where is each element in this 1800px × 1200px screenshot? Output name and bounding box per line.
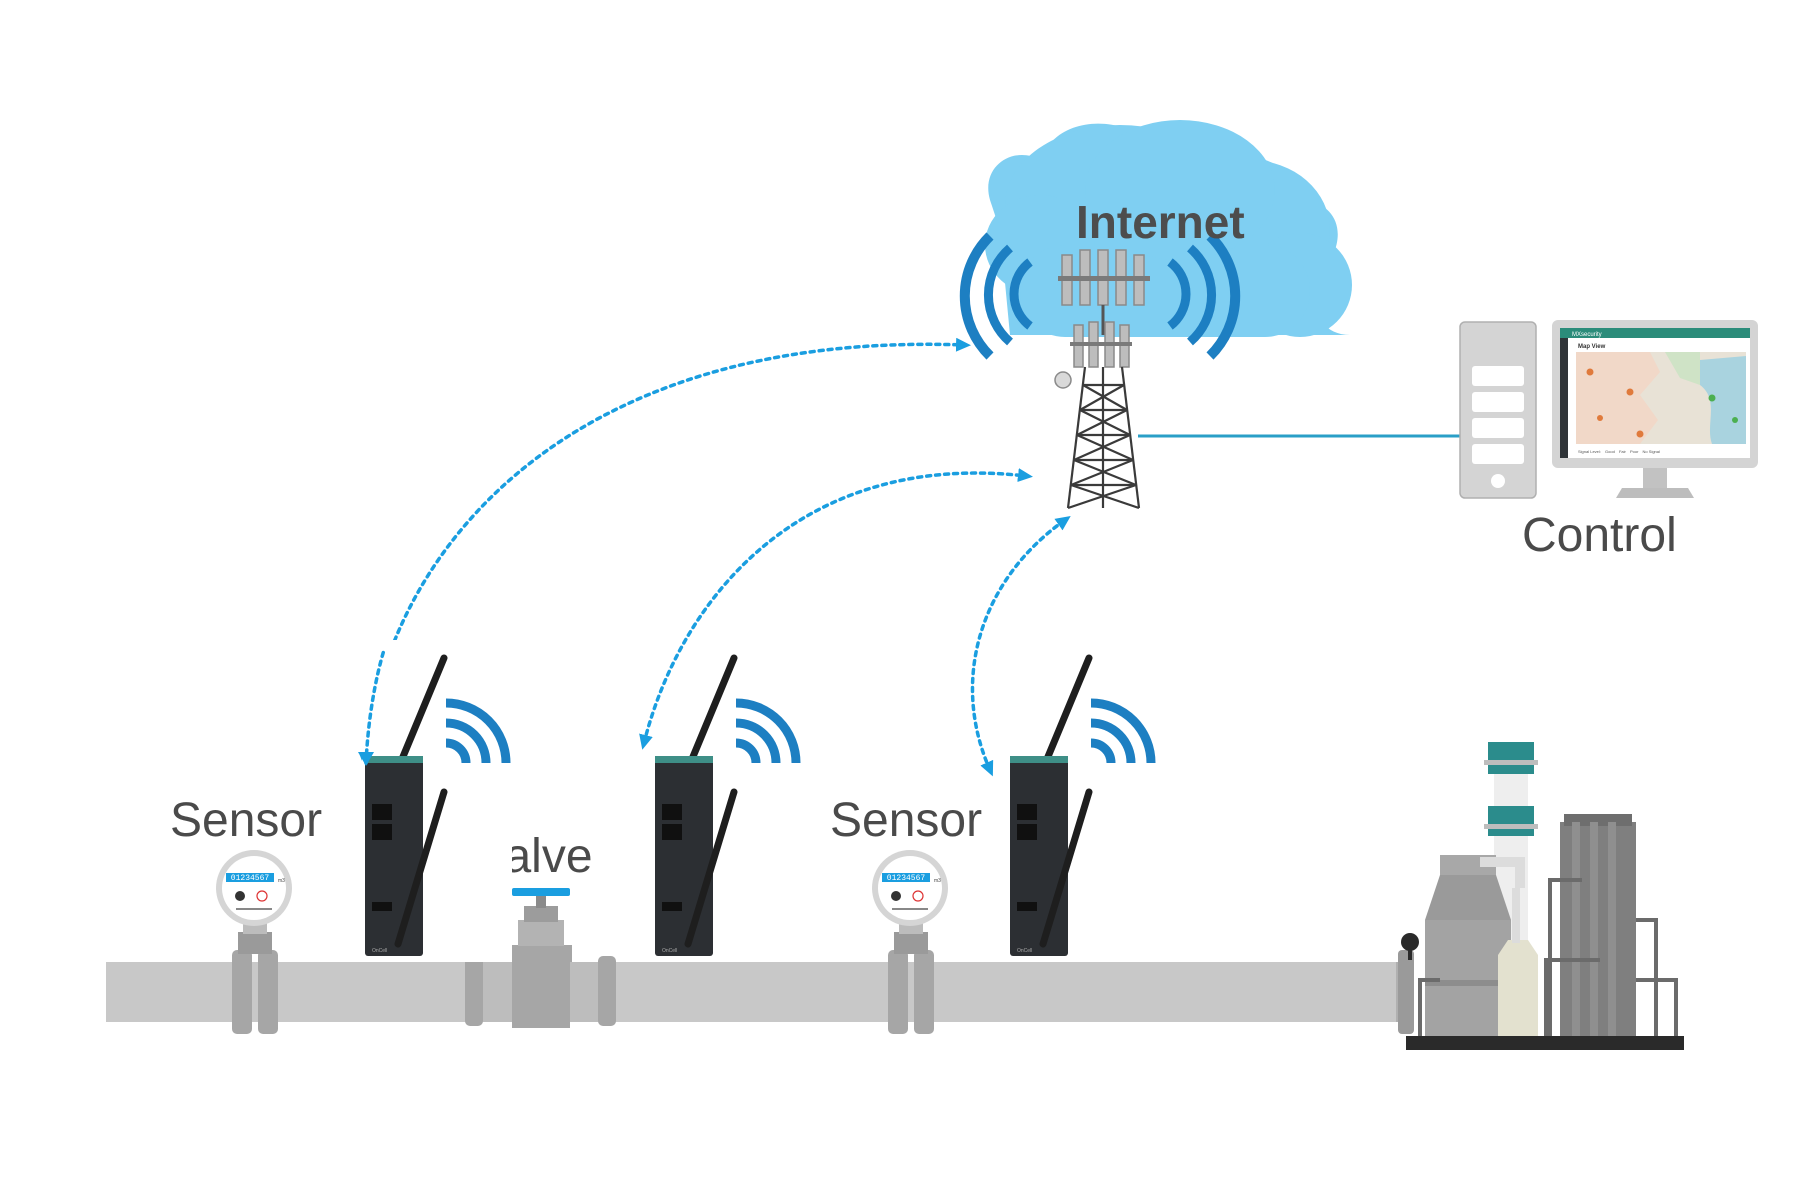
legend-good: Good (1605, 449, 1615, 454)
sensor-1: 01234567 m3 (216, 850, 292, 1034)
sensor-2-display: 01234567 (887, 874, 926, 883)
industrial-plant-icon (1398, 742, 1684, 1050)
legend-no-signal: No Signal (1643, 449, 1660, 454)
gateway-2-device: OnCell (655, 654, 738, 956)
valve-handle (512, 888, 570, 896)
link-gateway-3-tower (970, 515, 1071, 777)
legend-fair: Fair (1619, 449, 1627, 454)
gateway-1-device: OnCell (362, 640, 512, 962)
monitor-app-title: MXsecurity (1572, 332, 1602, 338)
monitor-icon (1552, 320, 1758, 498)
legend-poor: Poor (1630, 449, 1639, 454)
gateway-2-wifi-icon (735, 698, 801, 764)
cell-tower-icon (1054, 249, 1150, 510)
sensor-1-unit: m3 (278, 878, 285, 884)
link-gateway-1-end (364, 648, 386, 765)
arrowhead-gateway-1 (358, 752, 374, 766)
sensor-2-label: Sensor (830, 794, 982, 847)
valve-icon (465, 888, 616, 1028)
link-gateway-2-tower (639, 468, 1033, 750)
legend-signal-level: Signal Level: (1578, 449, 1601, 454)
internet-label: Internet (1076, 196, 1245, 248)
gateway-1-wifi-icon (445, 698, 511, 764)
server-icon (1459, 321, 1537, 499)
gateway-3-wifi-icon (1090, 698, 1156, 764)
sensor-2-unit: m3 (934, 878, 941, 884)
gateway-3-device: OnCell (1010, 654, 1093, 956)
monitor-legend: Signal Level: Good Fair Poor No Signal (1578, 449, 1660, 454)
sensor-2: 01234567 m3 (872, 850, 948, 1034)
sensor-1-label: Sensor (170, 794, 322, 847)
control-label: Control (1522, 509, 1677, 562)
gateway-1-model-label: OnCell (372, 948, 387, 954)
gateway-3-model-label: OnCell (1017, 948, 1032, 954)
tower-signal-icon (959, 232, 1241, 360)
monitor-view-title: Map View (1578, 344, 1606, 350)
gateway-2-model-label: OnCell (662, 948, 677, 954)
sensor-1-display: 01234567 (231, 874, 270, 883)
